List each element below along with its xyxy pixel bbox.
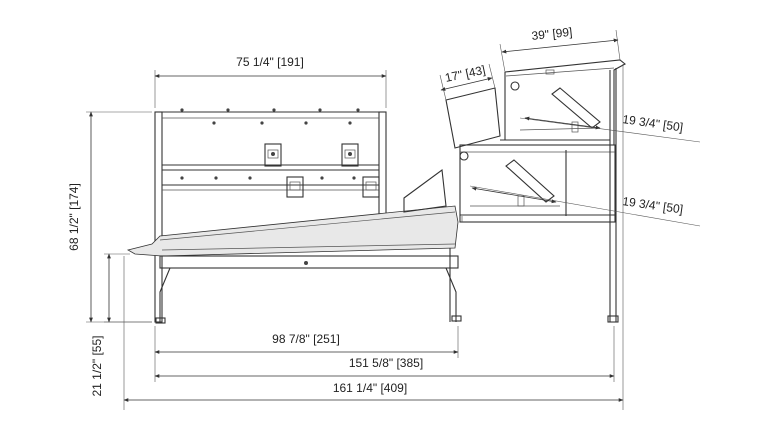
label-hatch: 17" [43] bbox=[444, 63, 487, 85]
dim-upper-deck: 39" [99] bbox=[499, 25, 621, 73]
label-lower-tilt: 19 3/4" [50] bbox=[622, 194, 684, 216]
latch bbox=[362, 176, 380, 198]
dim-total-height: 68 1/2" [174] bbox=[67, 111, 152, 323]
left-unit bbox=[126, 108, 462, 324]
label-upper-deck: 39" [99] bbox=[531, 25, 573, 43]
label-upper-tilt: 19 3/4" [50] bbox=[622, 112, 684, 134]
dim-lower-length-3: 161 1/4" [409] bbox=[123, 381, 624, 402]
label-lower-length-1: 98 7/8" [251] bbox=[272, 332, 340, 346]
right-unit bbox=[445, 59, 626, 323]
label-overall-width-top: 75 1/4" [191] bbox=[236, 55, 304, 69]
label-bed-height: 21 1/2" [55] bbox=[90, 336, 104, 397]
dim-bed-height: 21 1/2" [55] bbox=[90, 253, 152, 397]
dim-overall-width-top: 75 1/4" [191] bbox=[154, 55, 387, 108]
latch bbox=[264, 143, 282, 167]
dim-lower-length-2: 151 5/8" [385] bbox=[154, 356, 615, 378]
latch bbox=[341, 143, 359, 167]
dim-lower-length-1: 98 7/8" [251] bbox=[154, 332, 459, 354]
label-total-height: 68 1/2" [174] bbox=[67, 183, 81, 251]
label-lower-length-3: 161 1/4" [409] bbox=[333, 381, 407, 395]
latch bbox=[286, 176, 304, 198]
right-post bbox=[378, 111, 387, 223]
label-lower-length-2: 151 5/8" [385] bbox=[349, 356, 423, 370]
